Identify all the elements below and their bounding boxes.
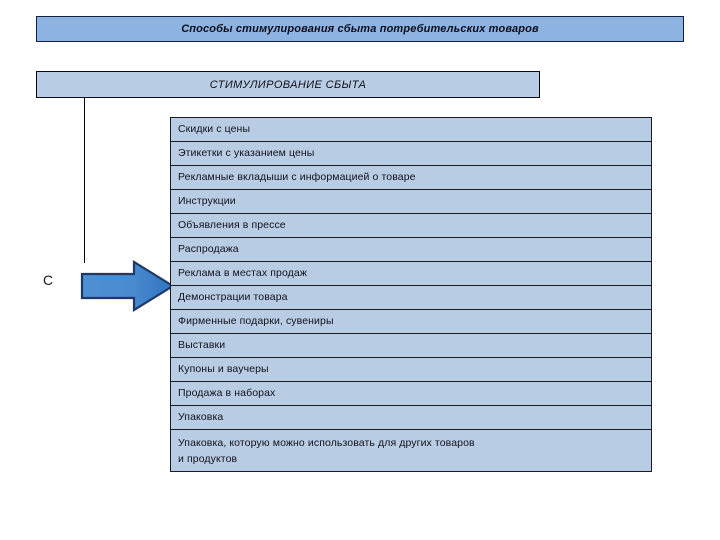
list-item: Демонстрации товара bbox=[171, 286, 651, 310]
list-item-label: Этикетки с указанием цены bbox=[178, 147, 315, 160]
side-letter-label: С bbox=[43, 272, 54, 288]
right-arrow-shape bbox=[80, 260, 175, 312]
list-item: Купоны и ваучеры bbox=[171, 358, 651, 382]
list-item-label: Реклама в местах продаж bbox=[178, 267, 307, 280]
list-item: Упаковка, которую можно использовать для… bbox=[171, 430, 651, 472]
list-item: Инструкции bbox=[171, 190, 651, 214]
subtitle-text: СТИМУЛИРОВАНИЕ СБЫТА bbox=[209, 78, 367, 91]
list-item-label: Распродажа bbox=[178, 243, 239, 256]
list-item: Продажа в наборах bbox=[171, 382, 651, 406]
list-item-label: Упаковка, которую можно использовать для… bbox=[178, 437, 475, 466]
list-item-label: Упаковка bbox=[178, 411, 224, 424]
list-item-label: Купоны и ваучеры bbox=[178, 363, 269, 376]
list-item: Рекламные вкладыши с информацией о товар… bbox=[171, 166, 651, 190]
list-item: Скидки с цены bbox=[171, 118, 651, 142]
slide-title-text: Способы стимулирования сбыта потребитель… bbox=[181, 23, 539, 35]
list-item-label: Выставки bbox=[178, 339, 226, 352]
list-item-label: Инструкции bbox=[178, 195, 236, 208]
list-item: Фирменные подарки, сувениры bbox=[171, 310, 651, 334]
connector-line bbox=[84, 97, 85, 263]
list-item: Выставки bbox=[171, 334, 651, 358]
list-item-label: Скидки с цены bbox=[178, 123, 251, 136]
list-item-label: Продажа в наборах bbox=[178, 387, 276, 400]
list-item: Этикетки с указанием цены bbox=[171, 142, 651, 166]
list-item: Распродажа bbox=[171, 238, 651, 262]
list-item-label: Объявления в прессе bbox=[178, 219, 286, 232]
list-item: Объявления в прессе bbox=[171, 214, 651, 238]
subtitle-banner: СТИМУЛИРОВАНИЕ СБЫТА bbox=[36, 71, 540, 98]
list-item-label: Фирменные подарки, сувениры bbox=[178, 315, 334, 328]
list-item-label: Рекламные вкладыши с информацией о товар… bbox=[178, 171, 416, 184]
list-item-label: Демонстрации товара bbox=[178, 291, 288, 304]
slide-title-banner: Способы стимулирования сбыта потребитель… bbox=[36, 16, 684, 42]
list-item: Упаковка bbox=[171, 406, 651, 430]
list-item: Реклама в местах продаж bbox=[171, 262, 651, 286]
stimulation-methods-list: Скидки с цены Этикетки с указанием цены … bbox=[170, 117, 652, 472]
